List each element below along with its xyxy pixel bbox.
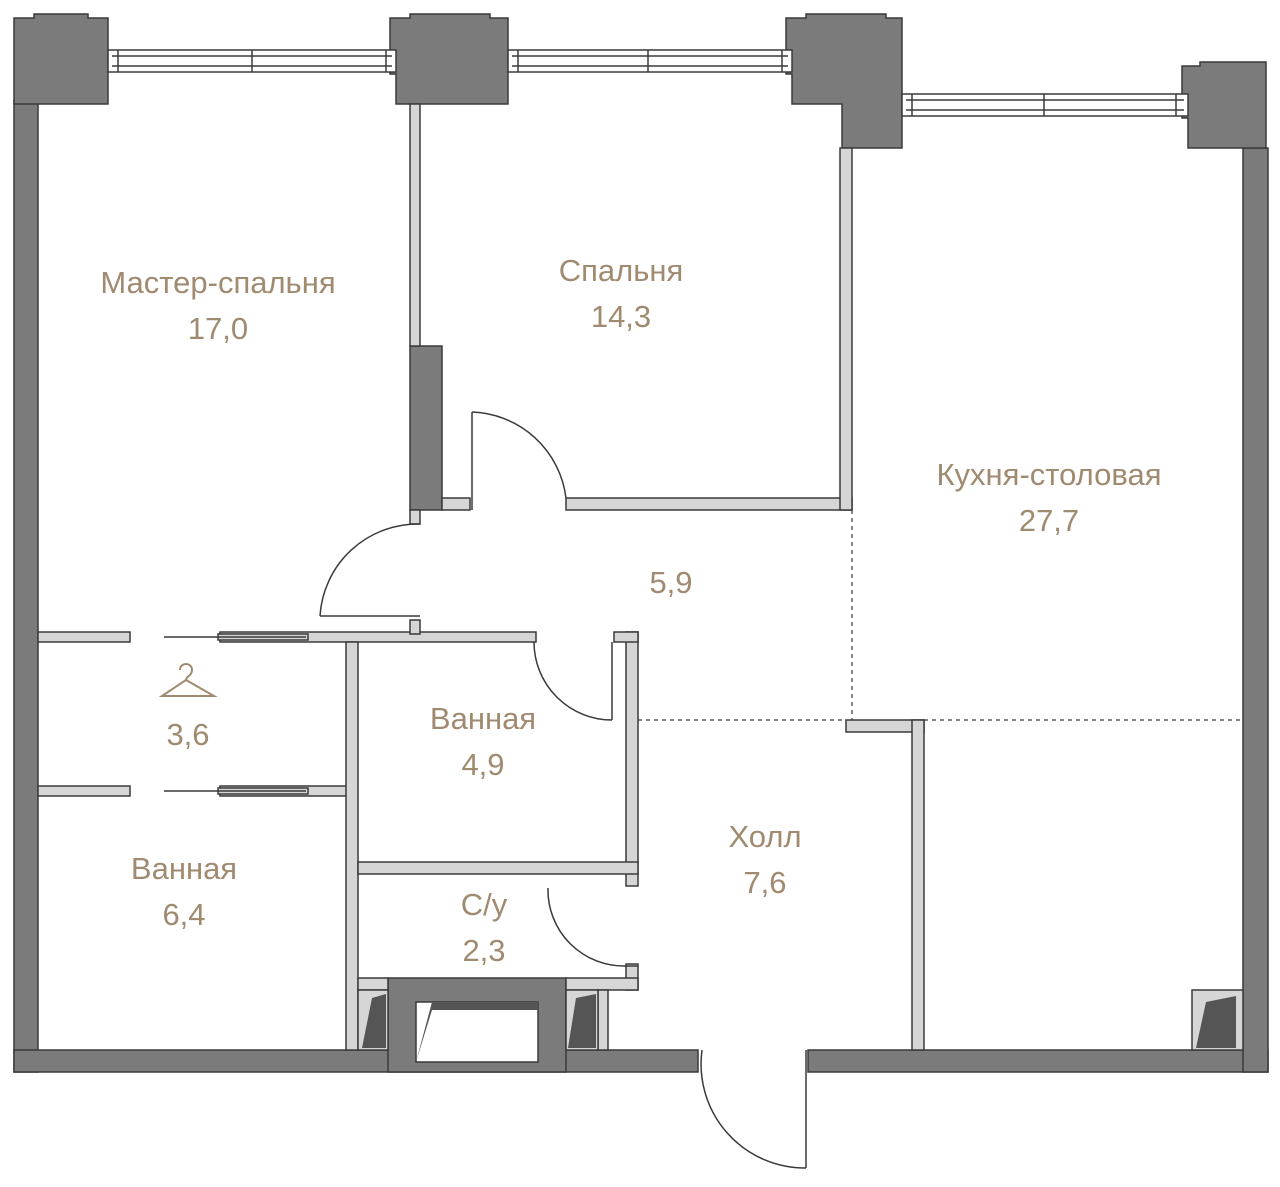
room-name: Кухня-столовая [936, 457, 1162, 492]
windows [107, 49, 1189, 117]
exterior-walls [13, 13, 1269, 1073]
window-1 [107, 49, 397, 73]
room-name: Спальня [558, 253, 684, 288]
hanger-icon [158, 663, 218, 697]
room-wc: С/у 2,3 [461, 882, 508, 974]
zone-dividers [638, 510, 1243, 721]
room-bathroom-left: Ванная 6,4 [131, 846, 237, 938]
room-area: 3,6 [166, 717, 210, 752]
room-area: 4,9 [461, 747, 505, 782]
room-name: Ванная [429, 701, 537, 736]
interior-walls [37, 103, 1244, 1051]
room-bathroom-center: Ванная 4,9 [430, 696, 536, 788]
room-area: 14,3 [590, 299, 652, 334]
window-3 [901, 93, 1189, 117]
room-area: 27,7 [1018, 503, 1080, 538]
window-2 [507, 49, 793, 73]
door-master [319, 523, 421, 617]
doors [319, 411, 807, 1169]
room-bedroom: Спальня 14,3 [559, 248, 684, 340]
room-hall: Холл 7,6 [728, 814, 801, 906]
room-area: 6,4 [162, 897, 206, 932]
room-wardrobe: 3,6 [166, 712, 209, 758]
room-area: 7,6 [743, 865, 787, 900]
room-master-bedroom: Мастер-спальня 17,0 [100, 260, 335, 352]
room-area: 5,9 [649, 565, 693, 600]
room-kitchen: Кухня-столовая 27,7 [936, 452, 1161, 544]
room-area: 17,0 [187, 311, 249, 346]
room-corridor: 5,9 [649, 560, 692, 606]
room-name: Холл [728, 819, 802, 854]
room-name: С/у [460, 887, 508, 922]
door-bedroom [471, 411, 567, 510]
door-wc [547, 887, 638, 967]
room-name: Мастер-спальня [100, 265, 336, 300]
room-area: 2,3 [462, 933, 506, 968]
door-entrance [700, 1049, 807, 1169]
door-bathroom [533, 641, 613, 721]
room-name: Ванная [130, 851, 238, 886]
